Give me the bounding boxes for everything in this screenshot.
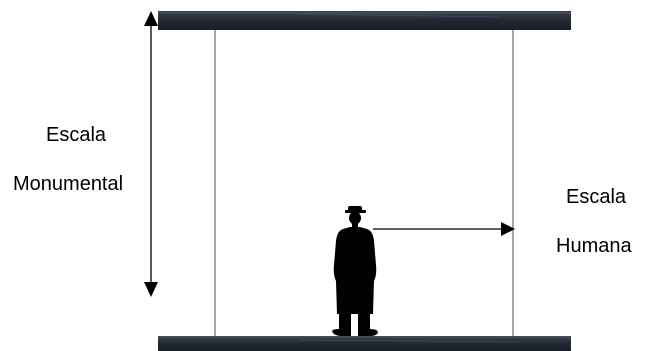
person-silhouette-icon [332,206,378,336]
arrow-up-head [144,11,158,26]
human-label-line1: Escala [566,187,626,207]
monumental-scale-arrow [144,11,158,297]
top-slab [158,11,571,30]
human-scale-arrow [373,222,515,236]
monumental-label-line2: Monumental [13,174,123,194]
bottom-slab [158,336,571,351]
arrow-down-head [144,282,158,297]
monumental-label-line1: Escala [46,125,106,145]
human-label-line2: Humana [556,236,632,256]
